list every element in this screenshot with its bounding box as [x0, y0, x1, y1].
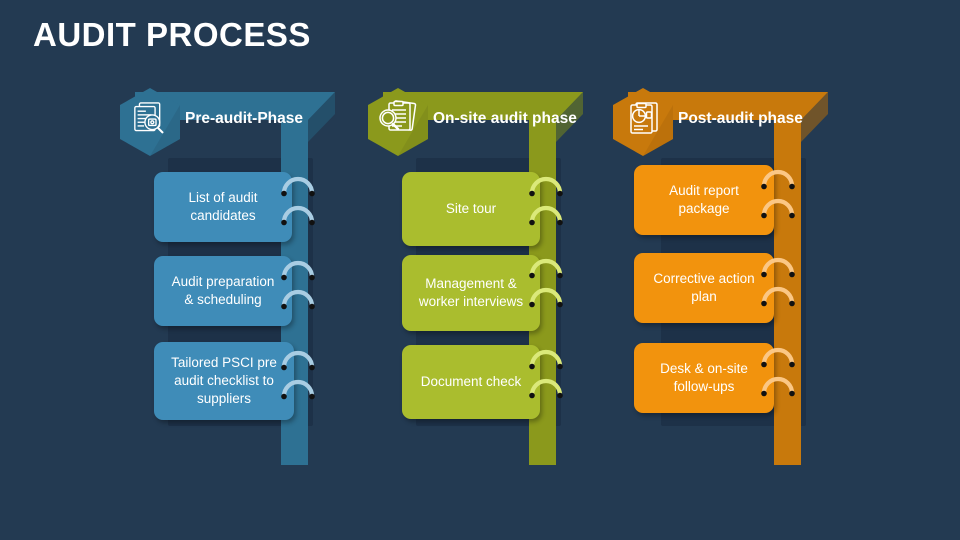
phase-column-on-site-audit: On-site audit phase Site tour Management… [248, 0, 583, 540]
step-label: Audit report package [669, 182, 739, 216]
step-box[interactable]: List of audit candidates [154, 172, 292, 242]
step-box[interactable]: Management & worker interviews [402, 255, 540, 331]
phase-column-post-audit: Post-audit phase Audit report package Co… [493, 0, 828, 540]
phase-icon-hexagon [613, 88, 673, 156]
step-connector-clips [281, 254, 327, 316]
step-box[interactable]: Desk & on-site follow-ups [634, 343, 774, 413]
step-box[interactable]: Audit report package [634, 165, 774, 235]
step-box[interactable]: Site tour [402, 172, 540, 246]
step-connector-clips [761, 163, 807, 225]
step-connector-clips [529, 343, 575, 405]
step-connector-clips [281, 170, 327, 232]
step-connector-clips [281, 344, 327, 406]
step-label: Corrective action plan [653, 270, 755, 304]
page-title: AUDIT PROCESS [33, 16, 311, 53]
phase-label: Pre-audit-Phase [185, 110, 304, 127]
step-label: Audit preparation & scheduling [171, 273, 275, 307]
step-box[interactable]: Corrective action plan [634, 253, 774, 323]
phase-label: On-site audit phase [433, 110, 577, 127]
phase-column-pre-audit: Pre-audit-Phase List of audit candidates… [0, 0, 335, 540]
step-box[interactable]: Tailored PSCI pre audit checklist to sup… [154, 342, 294, 420]
phase-icon-hexagon [120, 88, 180, 156]
step-label: Site tour [445, 200, 497, 216]
step-connector-clips [761, 341, 807, 403]
phase-icon-hexagon [368, 88, 428, 156]
phase-label: Post-audit phase [678, 110, 803, 127]
step-box[interactable]: Document check [402, 345, 540, 419]
step-label: Desk & on-site follow-ups [660, 360, 748, 394]
step-connector-clips [529, 170, 575, 232]
step-connector-clips [529, 252, 575, 314]
step-label: Management & worker interviews [418, 275, 524, 309]
step-label: Tailored PSCI pre audit checklist to sup… [171, 354, 277, 407]
step-label: Document check [420, 373, 522, 389]
step-connector-clips [761, 251, 807, 313]
step-box[interactable]: Audit preparation & scheduling [154, 256, 292, 326]
step-label: List of audit candidates [188, 189, 258, 223]
